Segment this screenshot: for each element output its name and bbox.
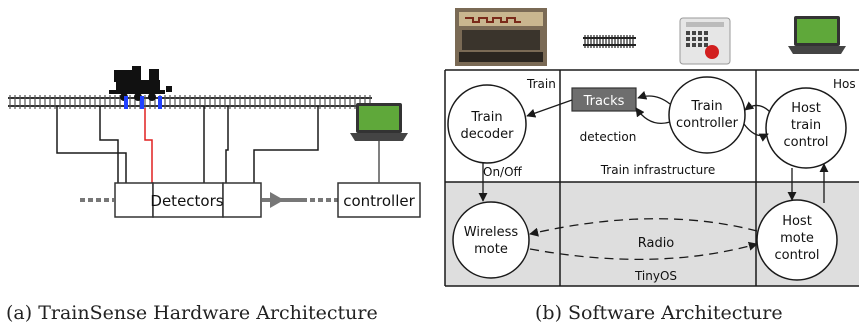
controller-box bbox=[337, 182, 421, 218]
host-train-control-label-1: Host bbox=[791, 101, 821, 116]
rail-segment-icon bbox=[583, 35, 636, 48]
host-train-control-label-3: control bbox=[783, 135, 828, 150]
control-unit-icon bbox=[679, 17, 731, 65]
detector-wires bbox=[56, 106, 319, 183]
host-laptop-icon bbox=[788, 16, 846, 54]
software-arrows bbox=[478, 90, 829, 203]
wireless-mote-label-2: mote bbox=[474, 242, 508, 257]
hardware-diagram: Detectors controller bbox=[8, 66, 421, 218]
track-sensors bbox=[124, 96, 162, 109]
radio-label: Radio bbox=[638, 236, 675, 251]
train-infrastructure-label: Train infrastructure bbox=[600, 163, 716, 177]
train-region-label: Train bbox=[526, 77, 556, 91]
radio-links bbox=[529, 218, 758, 261]
detection-label: detection bbox=[580, 130, 637, 144]
dashed-bus bbox=[80, 192, 338, 208]
train-decoder-node bbox=[447, 84, 527, 164]
wireless-mote-node bbox=[452, 201, 530, 279]
software-diagram: Train Hos Train decoder Train controller… bbox=[444, 8, 859, 287]
wireless-mote-label-1: Wireless bbox=[464, 225, 519, 240]
detectors-block bbox=[114, 182, 262, 218]
train-controller-node bbox=[668, 76, 746, 154]
onoff-label: On/Off bbox=[483, 165, 523, 179]
host-mote-control-label-1: Host bbox=[782, 214, 812, 229]
controller-label: controller bbox=[343, 192, 415, 210]
host-train-control-label-2: train bbox=[791, 118, 821, 133]
host-train-control-node bbox=[765, 87, 847, 169]
software-caption: (b) Software Architecture bbox=[535, 302, 783, 324]
detectors-label: Detectors bbox=[150, 192, 223, 210]
host-region-label: Hos bbox=[833, 77, 856, 91]
train-decoder-label-2: decoder bbox=[461, 127, 515, 142]
host-mote-control-label-3: control bbox=[774, 248, 819, 263]
hardware-caption: (a) TrainSense Hardware Architecture bbox=[6, 302, 378, 324]
laptop-icon bbox=[350, 103, 408, 141]
train-decoder-label-1: Train bbox=[470, 110, 502, 125]
train-board-photo-icon bbox=[455, 8, 547, 66]
locomotive-icon bbox=[109, 66, 172, 101]
train-controller-label-1: Train bbox=[690, 99, 722, 114]
host-mote-control-node bbox=[756, 199, 838, 281]
red-detector-wire bbox=[144, 108, 153, 183]
host-mote-control-label-2: mote bbox=[780, 231, 814, 246]
tracks-box bbox=[571, 87, 637, 112]
tinyos-label: TinyOS bbox=[634, 269, 677, 283]
tracks-label: Tracks bbox=[583, 94, 625, 109]
train-controller-label-2: controller bbox=[676, 116, 739, 131]
rail-track bbox=[8, 95, 372, 109]
